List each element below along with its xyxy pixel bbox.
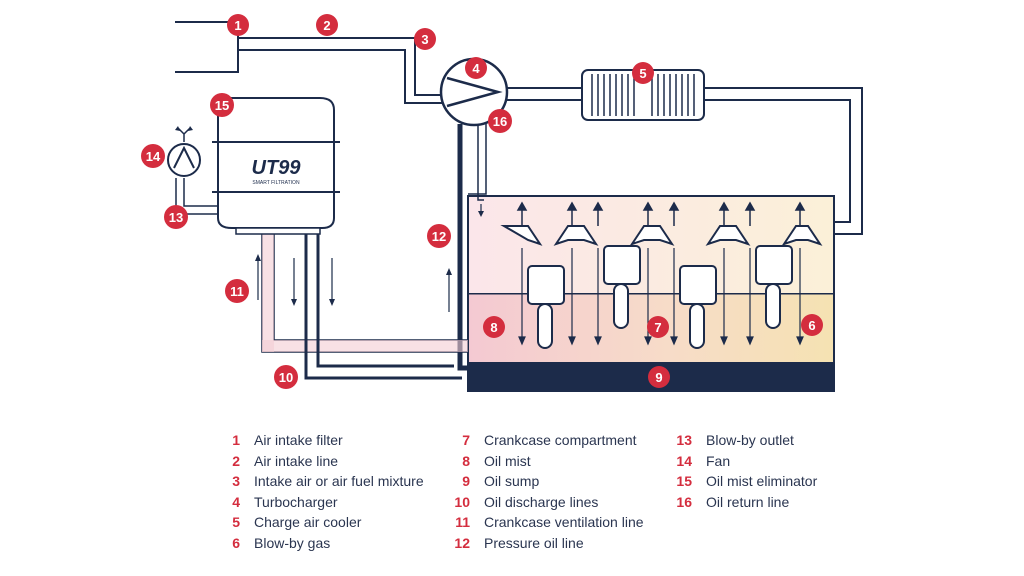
svg-text:11: 11	[230, 284, 244, 299]
oil-discharge-lines	[304, 230, 462, 380]
exhaust-arrows	[516, 201, 806, 226]
oil-return-line	[477, 124, 484, 201]
svg-text:14: 14	[146, 149, 161, 164]
badge-14: 14	[141, 144, 165, 168]
badge-6: 6	[801, 314, 823, 336]
svg-text:13: 13	[169, 210, 183, 225]
svg-text:1: 1	[234, 18, 241, 33]
badge-3: 3	[414, 28, 436, 50]
svg-text:10: 10	[279, 370, 293, 385]
engine-diagram: UT99 SMART FILTRATION 1 2 3 4 5 6 7 8 9 …	[141, 14, 863, 392]
ut99-tagline: SMART FILTRATION	[252, 180, 300, 186]
badge-7: 7	[647, 316, 669, 338]
pressure-oil-line	[457, 124, 468, 371]
badge-4: 4	[465, 57, 487, 79]
badge-12: 12	[427, 224, 451, 248]
svg-text:16: 16	[493, 114, 507, 129]
svg-text:9: 9	[655, 370, 662, 385]
oil-mist-eliminator: UT99 SMART FILTRATION	[212, 97, 340, 235]
svg-text:4: 4	[472, 61, 480, 76]
badge-11: 11	[225, 279, 249, 303]
svg-text:7: 7	[654, 320, 661, 335]
svg-text:2: 2	[323, 18, 330, 33]
fan-icon	[167, 126, 201, 177]
air-intake-line	[238, 37, 445, 96]
svg-text:3: 3	[421, 32, 428, 47]
intake-to-engine-line	[704, 87, 863, 235]
svg-text:5: 5	[639, 66, 646, 81]
turbocharger	[439, 57, 509, 127]
badge-10: 10	[274, 365, 298, 389]
badge-16: 16	[488, 109, 512, 133]
badge-9: 9	[648, 366, 670, 388]
svg-text:15: 15	[215, 98, 229, 113]
badge-5: 5	[632, 62, 654, 84]
badge-13: 13	[164, 205, 188, 229]
blow-by-arrows	[518, 248, 804, 346]
air-intake-filter	[175, 21, 239, 73]
ut99-logo: UT99	[252, 157, 302, 179]
svg-text:8: 8	[490, 320, 497, 335]
svg-text:12: 12	[432, 229, 446, 244]
charge-air-cooler	[581, 69, 705, 121]
valve-heads	[500, 225, 823, 246]
svg-text:6: 6	[808, 318, 815, 333]
badge-8: 8	[483, 316, 505, 338]
badge-15: 15	[210, 93, 234, 117]
pistons	[527, 245, 793, 349]
badge-2: 2	[316, 14, 338, 36]
badge-1: 1	[227, 14, 249, 36]
blow-by-outlet	[183, 178, 218, 207]
badges: 1 2 3 4 5 6 7 8 9 10 11 12 13 14 15 16	[141, 14, 823, 389]
